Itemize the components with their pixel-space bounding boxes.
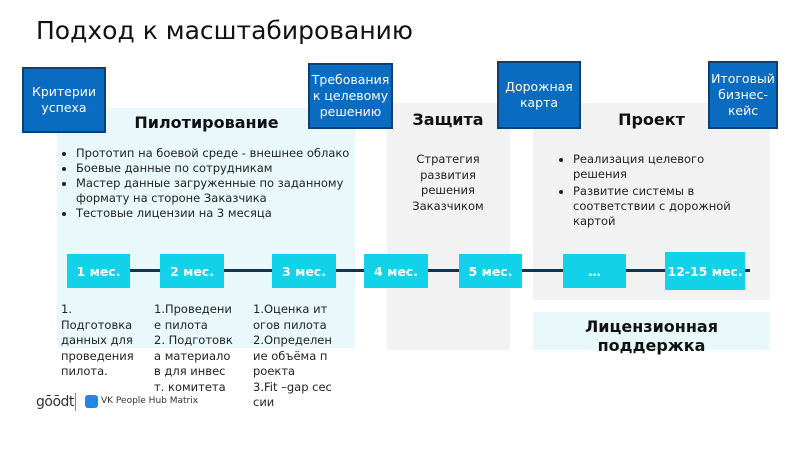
project-bullet: Реализация целевого решения [573,152,757,182]
timeline-month-1: 1 мес. [67,254,130,288]
pilot-bullet: Тестовые лицензии на 3 месяца [76,206,355,221]
page-title: Подход к масштабированию [36,16,413,45]
vk-people-hub-icon [85,395,98,408]
timeline-month-2: 2 мес. [160,254,224,288]
pilot-bullet: Прототип на боевой среде - внешнее облак… [76,146,355,161]
phase-defense-title: Защита [412,110,484,129]
pilot-bullet-list: Прототип на боевой среде - внешнее облак… [60,146,355,221]
phase-license-title: Лицензионная поддержка [585,317,718,355]
note-month-2: 1.Проведение пилота 2. Подготовка матери… [154,302,233,394]
timeline-month-5: 5 мес. [459,254,522,288]
logo-divider [75,393,76,411]
project-bullet-list: Реализация целевого решения Развитие сис… [557,152,757,229]
project-bullet: Развитие системы в соответствии с дорожн… [573,184,757,229]
phase-license-panel [533,312,770,350]
timeline-month-ellipsis: … [563,254,626,288]
timeline-month-3: 3 мес. [272,254,336,288]
timeline-month-12-15: 12-15 мес. [665,252,745,290]
phase-pilot-panel [57,108,355,348]
defense-text: Стратегия развития решения Заказчиком [412,152,484,213]
milestone-business-case: Итоговый бизнес-кейс [708,61,778,129]
note-month-3: 1.Оценка итогов пилота 2.Определение объ… [253,302,332,409]
vk-people-hub-logo: VK People Hub Matrix [101,396,199,406]
timeline-month-4: 4 мес. [364,254,428,288]
milestone-target-requirements: Требования к целевому решению [308,63,393,129]
phase-project-title: Проект [618,110,685,129]
pilot-bullet: Боевые данные по сотрудникам [76,161,355,176]
phase-defense-panel [387,103,510,350]
phase-pilot-title: Пилотирование [134,113,279,132]
note-month-1: 1. Подготовка данных для проведения пило… [61,302,134,378]
milestone-roadmap: Дорожная карта [497,61,581,129]
milestone-success-criteria: Критерии успеха [22,67,106,133]
good-logo: gōōdt [36,394,74,410]
pilot-bullet: Мастер данные загруженные по заданному ф… [76,176,355,206]
